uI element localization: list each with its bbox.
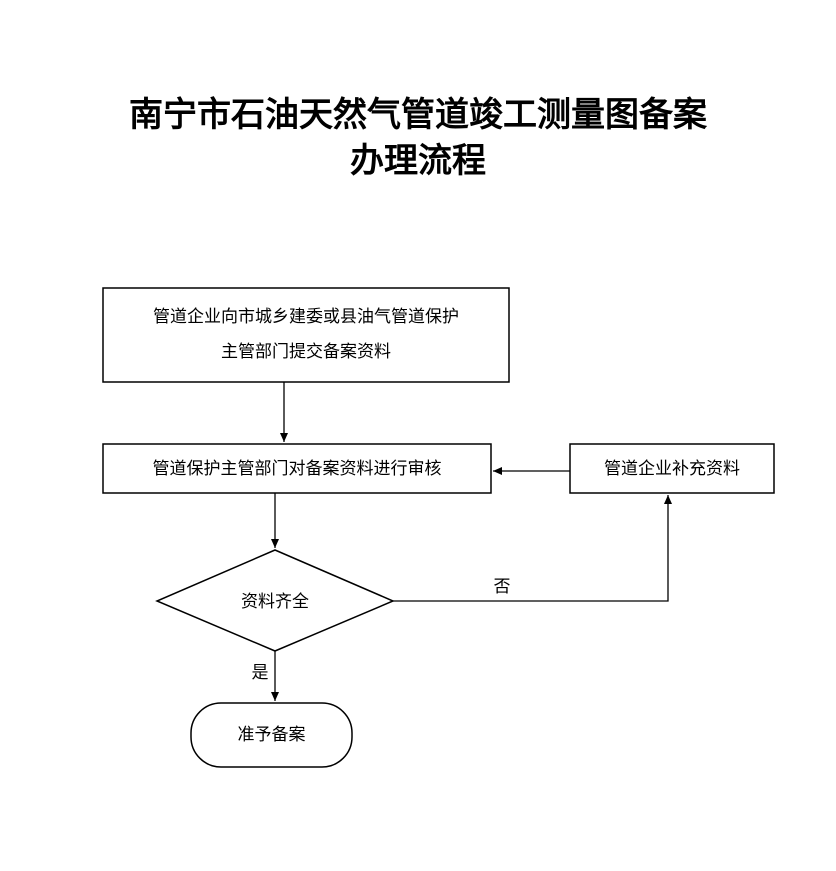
approve-text: 准予备案 bbox=[237, 725, 306, 745]
supplement-text: 管道企业补充资料 bbox=[604, 459, 740, 479]
submit-text: 管道企业向市城乡建委或县油气管道保护 主管部门提交备案资料 bbox=[103, 300, 509, 370]
diagram-title-line-2: 办理流程 bbox=[350, 141, 486, 181]
no-edge-label: 否 bbox=[493, 577, 511, 597]
yes-edge-label: 是 bbox=[251, 663, 269, 683]
review-text: 管道保护主管部门对备案资料进行审核 bbox=[152, 459, 442, 479]
submit-box bbox=[102, 287, 510, 383]
supplement-box bbox=[569, 443, 775, 494]
submit-text-line-1: 管道企业向市城乡建委或县油气管道保护 bbox=[153, 307, 459, 327]
diagram-title-line-1: 南宁市石油天然气管道竣工测量图备案 bbox=[129, 95, 707, 135]
decision-text: 资料齐全 bbox=[241, 592, 309, 612]
approve-terminal bbox=[190, 702, 353, 768]
arrow-decision-to-supplement bbox=[393, 495, 672, 602]
submit-text-line-2: 主管部门提交备案资料 bbox=[221, 342, 391, 362]
review-box bbox=[102, 443, 492, 494]
